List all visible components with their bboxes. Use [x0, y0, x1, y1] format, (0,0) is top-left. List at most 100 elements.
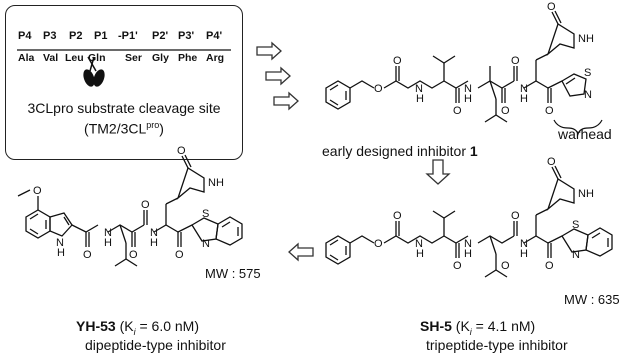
yh53-mw: MW : 575: [205, 266, 261, 281]
atom-label-o: O: [129, 249, 138, 261]
residue-arg: Arg: [206, 52, 225, 64]
substrate-caption-line2: (TM2/3CLpro): [5, 120, 243, 137]
arrow-down-icon: [425, 159, 451, 185]
atom-label-h: H: [416, 248, 424, 260]
atom-label-s: S: [584, 67, 591, 79]
early-caption-text: early designed inhibitor: [322, 143, 470, 159]
residue-ser: Ser: [125, 52, 142, 64]
atom-label-o: O: [393, 55, 402, 67]
atom-label-h: H: [520, 93, 528, 105]
position-p1prime: -P1': [118, 30, 138, 42]
atom-label-o: O: [374, 83, 383, 95]
atom-label-s: S: [572, 219, 579, 231]
substrate-cleavage-box: [5, 5, 243, 160]
residue-val: Val: [43, 52, 59, 64]
sh5-mw: MW : 635: [564, 292, 620, 307]
arrow-right-icon-1: [256, 41, 282, 61]
atom-label-o: O: [547, 1, 556, 13]
sh5-ki-sub: i: [469, 326, 472, 337]
atom-label-n: N: [104, 227, 112, 239]
sh5-ki-pre: (K: [451, 318, 470, 334]
atom-label-o: O: [141, 199, 150, 211]
caption-line2-close: ): [159, 120, 164, 137]
atom-label-o: O: [547, 156, 556, 168]
atom-label-nh: NH: [208, 177, 224, 189]
substrate-caption-line1: 3CLpro substrate cleavage site: [27, 100, 221, 116]
residue-ala: Ala: [18, 52, 35, 64]
sh5-name-line: SH-5 (Ki = 4.1 nM): [420, 318, 535, 337]
atom-label-n: N: [572, 249, 580, 261]
structure-sh5: [325, 165, 613, 278]
atom-label-o: O: [501, 260, 510, 272]
atom-label-o: O: [501, 105, 510, 117]
position-p1: P1: [94, 30, 108, 42]
residue-gly: Gly: [152, 52, 169, 64]
atom-label-o: O: [453, 260, 462, 272]
position-p3: P3: [43, 30, 57, 42]
structure-yh53: [17, 154, 243, 267]
position-p2prime: P2': [152, 30, 169, 42]
position-p3prime: P3': [178, 30, 195, 42]
atom-label-n: N: [520, 83, 528, 95]
structure-early-inhibitor: [325, 10, 587, 123]
atom-label-nh: NH: [578, 188, 594, 200]
atom-label-h: H: [464, 93, 472, 105]
atom-label-h: H: [57, 247, 65, 259]
atom-label-n: N: [202, 238, 210, 250]
atom-label-o: O: [511, 210, 520, 222]
atom-label-o: O: [545, 105, 554, 117]
atom-label-n: N: [464, 238, 472, 250]
residue-leu: Leu: [65, 52, 84, 64]
atom-label-o: O: [453, 105, 462, 117]
atom-label-o: O: [393, 210, 402, 222]
atom-label-h: H: [150, 237, 158, 249]
residue-gln: Gln: [88, 52, 106, 64]
atom-label-h: H: [520, 248, 528, 260]
atom-label-n: N: [56, 237, 64, 249]
atom-label-s: S: [202, 208, 209, 220]
atom-label-n: N: [520, 238, 528, 250]
position-p4prime: P4': [206, 30, 223, 42]
residue-phe: Phe: [178, 52, 198, 64]
sh5-name: SH-5: [420, 318, 452, 334]
atom-label-n: N: [415, 238, 423, 250]
atom-label-o: O: [33, 185, 42, 197]
yh53-ki-sub: i: [133, 326, 136, 337]
arrow-right-icon-3: [273, 91, 299, 111]
warhead-brace: [553, 119, 603, 136]
yh53-ki-pre: (K: [115, 318, 134, 334]
atom-label-n: N: [464, 83, 472, 95]
yh53-ki-post: = 6.0 nM): [135, 318, 199, 334]
caption-line2-superscript: pro: [146, 120, 160, 130]
sh5-ki-post: = 4.1 nM): [471, 318, 536, 334]
yh53-name-line: YH-53 (Ki = 6.0 nM): [76, 318, 199, 337]
atom-label-o: O: [175, 249, 184, 261]
position-p4: P4: [18, 30, 32, 42]
atom-label-n: N: [584, 89, 592, 101]
atom-label-o: O: [545, 260, 554, 272]
arrow-right-icon-2: [265, 66, 291, 86]
warhead-label: warhead: [558, 126, 612, 142]
sh5-type: tripeptide-type inhibitor: [426, 337, 568, 353]
atom-label-o: O: [83, 249, 92, 261]
arrow-left-icon: [288, 242, 314, 262]
atom-label-o: O: [374, 238, 383, 250]
atom-label-h: H: [464, 248, 472, 260]
early-compound-number: 1: [469, 143, 478, 159]
process-arrows: [256, 41, 299, 111]
atom-label-h: H: [104, 237, 112, 249]
atom-label-nh: NH: [578, 33, 594, 45]
substrate-positions-row: P4 P3 P2 P1 -P1' P2' P3' P4': [15, 30, 237, 46]
position-p2: P2: [69, 30, 83, 42]
caption-line2-text: (TM2/3CL: [84, 120, 147, 137]
atom-label-n: N: [150, 227, 158, 239]
atom-label-o: O: [511, 55, 520, 67]
yh53-name: YH-53: [76, 318, 116, 334]
atom-label-o: O: [177, 145, 186, 157]
scissors-icon: [83, 56, 105, 87]
atom-label-n: N: [415, 83, 423, 95]
early-inhibitor-caption: early designed inhibitor 1: [322, 143, 478, 159]
substrate-residues-row: Ala Val Leu Gln Ser Gly Phe Arg: [15, 52, 237, 68]
yh53-type: dipeptide-type inhibitor: [85, 337, 226, 353]
